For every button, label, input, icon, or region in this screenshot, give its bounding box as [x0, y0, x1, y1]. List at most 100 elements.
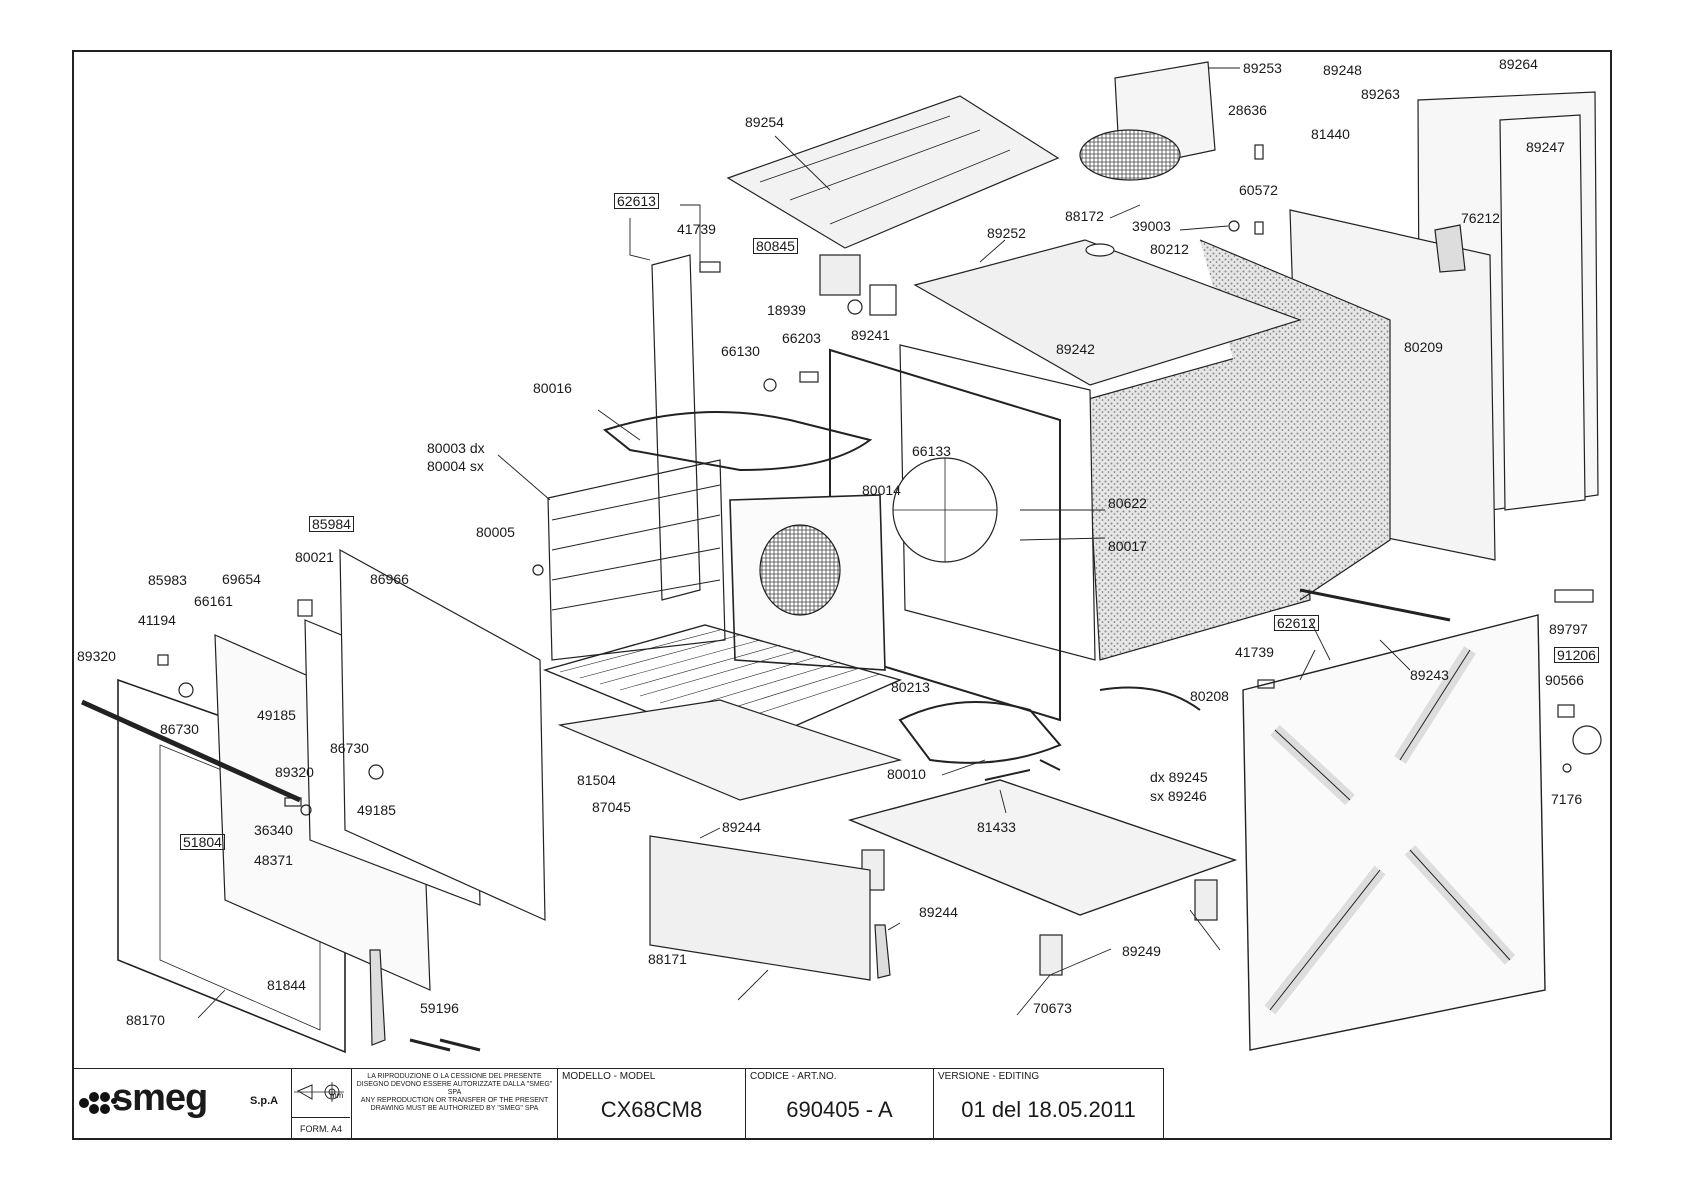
label-89254: 89254: [745, 114, 784, 130]
label-87045: 87045: [592, 799, 631, 815]
label-80208: 80208: [1190, 688, 1229, 704]
part-80021: [297, 599, 313, 617]
hinge-89244: [874, 924, 891, 979]
label-66161: 66161: [194, 593, 233, 609]
label-89249: 89249: [1122, 943, 1161, 959]
label-88172: 88172: [1065, 208, 1104, 224]
label-80845: 80845: [753, 238, 798, 254]
label-89264: 89264: [1499, 56, 1538, 72]
label-91206: 91206: [1554, 647, 1599, 663]
handle-89320: [80, 699, 302, 803]
label-62612: 62612: [1274, 615, 1319, 631]
label-80021: 80021: [295, 549, 334, 565]
projection-symbol-icon: [294, 1082, 344, 1102]
unit-cell: mm FORM. A4: [292, 1068, 352, 1140]
label-66133: 66133: [912, 443, 951, 459]
label-70673: 70673: [1033, 1000, 1072, 1016]
title-block: smeg S.p.A mm FORM. A4 LA RIPRODUZIONE O…: [72, 1068, 1164, 1140]
top-cover-89254: [726, 95, 1060, 249]
rail-89245: [1039, 759, 1061, 771]
label-88170: 88170: [126, 1012, 165, 1028]
label-80016: 80016: [533, 380, 572, 396]
label-80213: 80213: [891, 679, 930, 695]
label-81433: 81433: [977, 819, 1016, 835]
label-80212: 80212: [1150, 241, 1189, 257]
label-89242: 89242: [1056, 341, 1095, 357]
label-39003: 39003: [1132, 218, 1171, 234]
label-80010: 80010: [887, 766, 926, 782]
label-80017: 80017: [1108, 538, 1147, 554]
label-86730-right: 86730: [330, 740, 369, 756]
part-39003: [1228, 220, 1240, 232]
code-value: 690405 - A: [786, 1097, 893, 1122]
element-80208: [1099, 686, 1201, 711]
company-suffix: S.p.A: [250, 1095, 279, 1107]
part-90566: [1557, 704, 1575, 718]
label-89320-right: 89320: [275, 764, 314, 780]
bottom-element-80010: [898, 701, 1062, 764]
label-80622: 80622: [1108, 495, 1147, 511]
label-7176: 7176: [1551, 791, 1583, 807]
smeg-dots-icon: [79, 1092, 117, 1114]
foot-70673: [1039, 934, 1063, 976]
label-89246: sx 89246: [1150, 788, 1207, 804]
plinth-88171: [649, 835, 871, 981]
label-80014: 80014: [862, 482, 901, 498]
label-89248: 89248: [1323, 62, 1362, 78]
label-49185-bottom: 49185: [357, 802, 396, 818]
wiring-76212: [1434, 224, 1466, 273]
version-cell: VERSIONE - EDITING 01 del 18.05.2011: [934, 1068, 1164, 1140]
label-81844: 81844: [267, 977, 306, 993]
label-81504: 81504: [577, 772, 616, 788]
label-41194: 41194: [138, 612, 176, 628]
label-80209: 80209: [1404, 339, 1443, 355]
unit-label: mm: [330, 1091, 344, 1100]
label-36340: 36340: [254, 822, 293, 838]
part-80845: [819, 254, 861, 296]
side-panel-89247: [1499, 114, 1586, 511]
heating-element-80016: [602, 411, 873, 472]
model-cell: MODELLO - MODEL CX68CM8: [558, 1068, 746, 1140]
part-91206: [1572, 725, 1602, 755]
part-66130: [763, 378, 777, 392]
hinge: [369, 949, 386, 1046]
label-85984: 85984: [309, 516, 354, 532]
label-66203: 66203: [782, 330, 821, 346]
model-header: MODELLO - MODEL: [562, 1071, 656, 1082]
cavity-top-89252: [913, 239, 1302, 386]
label-89241: 89241: [851, 327, 890, 343]
inner-panel-85984: [339, 548, 546, 921]
label-62613: 62613: [614, 193, 659, 209]
label-89320-left: 89320: [77, 648, 116, 664]
part-89241-box: [869, 284, 897, 316]
part-86730b: [368, 764, 384, 780]
part-41194: [157, 654, 169, 666]
part-89797: [1554, 589, 1594, 603]
baking-tray-87045: [557, 699, 903, 801]
side-rack-80003: [547, 459, 726, 661]
label-89253: 89253: [1243, 60, 1282, 76]
brand-name: smeg: [112, 1077, 208, 1119]
label-60572: 60572: [1239, 182, 1278, 198]
label-66130: 66130: [721, 343, 760, 359]
label-76212: 76212: [1461, 210, 1500, 226]
label-90566: 90566: [1545, 672, 1584, 688]
label-41739-bottom: 41739: [1235, 644, 1274, 660]
label-80003: 80003 dx: [427, 440, 485, 456]
part-86730: [178, 682, 194, 698]
part-60572: [1254, 221, 1264, 235]
label-86730-left: 86730: [160, 721, 199, 737]
label-41739-top: 41739: [677, 221, 716, 237]
part-66203: [799, 371, 819, 383]
label-48371: 48371: [254, 852, 293, 868]
label-89244-top: 89244: [722, 819, 761, 835]
code-header: CODICE - ART.NO.: [750, 1071, 837, 1082]
guide-81433: [984, 769, 1031, 781]
part-59196: [409, 1038, 481, 1052]
label-28636: 28636: [1228, 102, 1267, 118]
label-69654: 69654: [222, 571, 261, 587]
part-28636: [1254, 144, 1264, 160]
version-header: VERSIONE - EDITING: [938, 1071, 1040, 1082]
foot: [1194, 879, 1218, 921]
part-18939: [847, 299, 863, 315]
